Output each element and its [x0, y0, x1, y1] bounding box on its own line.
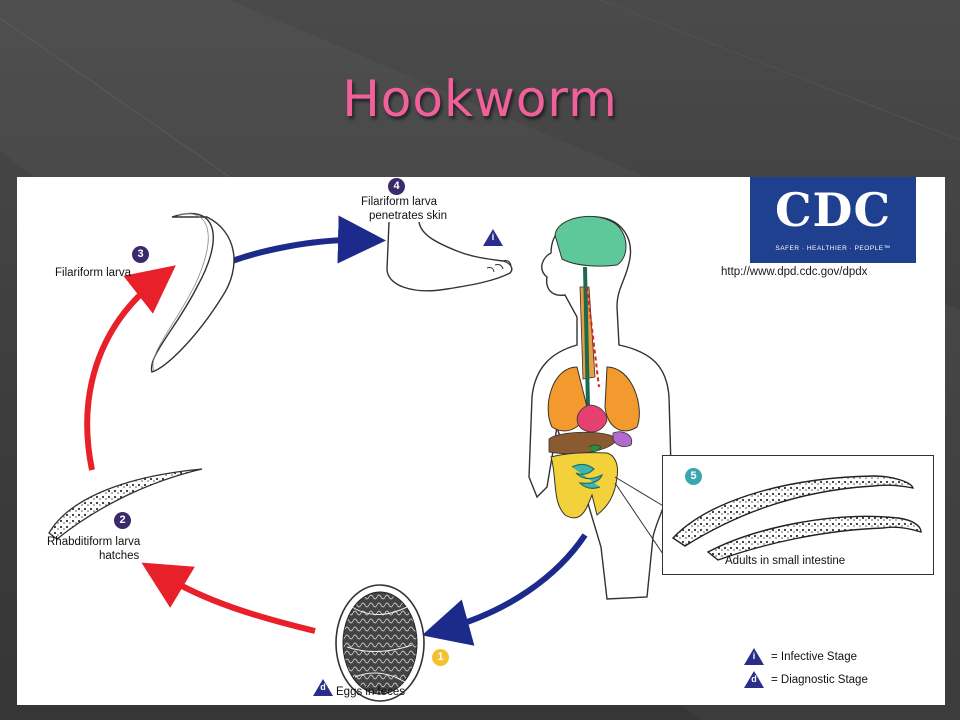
- stage-4-label-line2: penetrates skin: [369, 210, 447, 222]
- arrow-2-to-3: [84, 265, 176, 471]
- cdc-logo: CDC SAFER · HEALTHIER · PEOPLE™: [750, 177, 916, 263]
- arrow-1-to-2: [141, 562, 316, 634]
- stage-2-label-line1: Rhabditiform larva: [47, 536, 141, 548]
- lifecycle-diagram: 4 Filariform larva penetrates skin i 3 F…: [17, 177, 945, 705]
- diagnostic-marker-icon: d: [313, 679, 333, 696]
- cdc-logo-letters: CDC: [774, 183, 892, 237]
- cdc-url: http://www.dpd.cdc.gov/dpdx: [721, 266, 868, 278]
- arrow-5-to-1: [421, 533, 588, 646]
- stage-3-label: Filariform larva: [55, 267, 132, 279]
- stage-1-badge: 1: [432, 649, 449, 666]
- stage-5-badge: 5: [685, 468, 702, 485]
- stage-2-label-line2: hatches: [99, 550, 140, 562]
- adult-worms-drawing: [671, 475, 922, 561]
- stage-3-badge: 3: [132, 246, 149, 263]
- legend-infective-icon: i: [744, 648, 764, 665]
- diagnostic-marker-letter: d: [320, 682, 326, 692]
- adults-inset: 5 Adults in small intestine: [662, 455, 934, 575]
- filariform-larva-drawing: [150, 212, 235, 373]
- human-body-drawing: [528, 215, 672, 600]
- legend-infective-letter: i: [752, 651, 756, 661]
- legend-infective-label: = Infective Stage: [771, 651, 857, 663]
- cdc-tagline: SAFER · HEALTHIER · PEOPLE™: [775, 245, 891, 252]
- stage-5-label: Adults in small intestine: [725, 555, 846, 567]
- stage-2-badge: 2: [114, 512, 131, 529]
- rhabditiform-larva-drawing: [48, 468, 203, 540]
- infective-marker-letter: i: [491, 232, 495, 242]
- stage-1-label: Eggs in feces: [336, 686, 406, 698]
- legend-diagnostic-letter: d: [751, 674, 757, 684]
- legend-diagnostic-label: = Diagnostic Stage: [771, 674, 868, 686]
- stage-4-label-line1: Filariform larva: [361, 196, 438, 208]
- foot-drawing: [386, 221, 513, 292]
- stage-4-badge: 4: [388, 178, 405, 195]
- slide-title: Hookworm: [342, 70, 618, 128]
- legend-diagnostic-icon: d: [744, 671, 764, 688]
- infective-marker-icon: i: [483, 229, 503, 246]
- lifecycle-artwork: [48, 212, 672, 702]
